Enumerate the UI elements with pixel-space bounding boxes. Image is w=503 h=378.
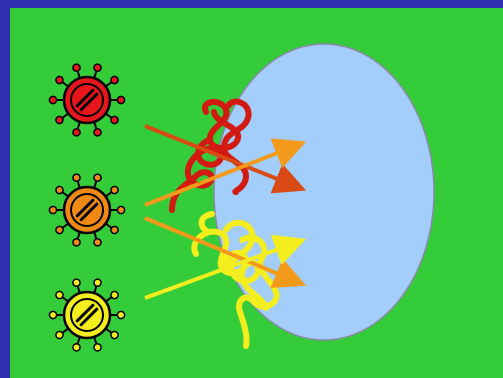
virus-spike-knob: [72, 173, 81, 183]
cell-ellipse: [213, 43, 435, 341]
virus-spike-knob: [48, 205, 58, 215]
virus-spike-knob: [93, 63, 102, 73]
virus-core: [70, 83, 104, 117]
virus-spike-knob: [116, 95, 126, 105]
yellow-virus: [48, 278, 126, 352]
virus-spike-knob: [110, 290, 119, 300]
red-protein-coil: [169, 98, 252, 213]
virus-genome-bar: [75, 88, 99, 112]
virus-spike-knob: [93, 342, 102, 352]
virus-core: [70, 298, 104, 332]
virus-spike-knob: [72, 127, 81, 137]
virus-spike-knob: [110, 330, 119, 340]
orange-arrow-lower: [144, 216, 307, 289]
virus-spike-knob: [110, 115, 119, 125]
red-arrow: [144, 124, 307, 194]
virus-spike-knob: [72, 237, 81, 247]
yellow-arrow: [144, 234, 307, 300]
virus-spike-knob: [55, 185, 64, 195]
virus-spike-knob: [55, 115, 64, 125]
orange-arrow: [144, 138, 307, 207]
virus-spike-knob: [116, 205, 126, 215]
virus-spike-knob: [110, 75, 119, 85]
virus-spike-knob: [55, 225, 64, 235]
virus-spike-knob: [72, 278, 81, 288]
virus-spike-knob: [48, 95, 58, 105]
virus-spike-knob: [55, 330, 64, 340]
red-virus: [48, 63, 126, 137]
virus-spike-knob: [116, 310, 126, 320]
virus-layer: [48, 63, 126, 352]
virus-genome-bar: [75, 198, 99, 222]
virus-spike-knob: [55, 290, 64, 300]
virus-spike-knob: [55, 75, 64, 85]
virus-spike-knob: [93, 278, 102, 288]
virus-spike-knob: [110, 225, 119, 235]
virus-spike-knob: [93, 127, 102, 137]
virus-genome-bar: [75, 303, 99, 327]
virus-spike-knob: [48, 310, 58, 320]
orange-virus: [48, 173, 126, 247]
virus-spike-knob: [93, 173, 102, 183]
virus-spike-knob: [93, 237, 102, 247]
virus-spike-knob: [72, 342, 81, 352]
virus-spike-knob: [72, 63, 81, 73]
virus-spike-knob: [110, 185, 119, 195]
virus-core: [70, 193, 104, 227]
